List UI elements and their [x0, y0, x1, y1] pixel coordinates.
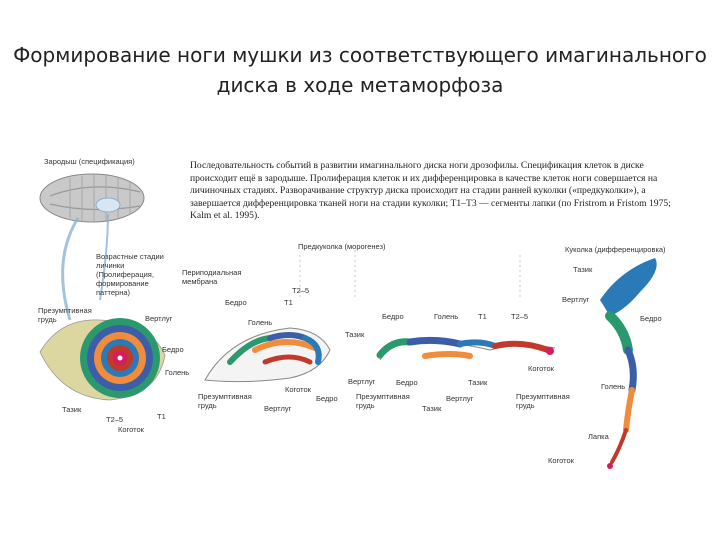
figure-caption: Последовательность событий в развитии им…: [190, 160, 680, 223]
label-basitarsus-p2b: Тазик: [422, 404, 441, 413]
label-t25-p2: T2–5: [511, 312, 528, 321]
label-coxa-pupa: Вертлуг: [562, 295, 589, 304]
label-femur-p2b: Бедро: [396, 378, 418, 387]
label-basitarsus-p2: Тазик: [468, 378, 487, 387]
label-prothorax-p2: Презумптивная грудь: [356, 392, 416, 410]
label-t25-larva: T2–5: [106, 415, 123, 424]
label-prothorax-p1: Презумптивная грудь: [198, 392, 258, 410]
label-claw-p2: Коготок: [528, 364, 554, 373]
label-claw-larva: Коготок: [118, 425, 144, 434]
label-tibia-larva: Голень: [165, 368, 189, 377]
label-femur-p1: Бедро: [225, 298, 247, 307]
label-femur-larva: Бедро: [162, 345, 184, 354]
label-larva: Возрастные стадии личинки (Пролиферация,…: [96, 252, 168, 297]
label-coxa-p1: Вертлуг: [264, 404, 291, 413]
embryo-illustration: [40, 174, 144, 222]
label-prepupa: Предкуколка (морогенез): [298, 242, 386, 251]
larval-imaginal-disc: [40, 318, 165, 400]
label-coxa-p2: Вертлуг: [348, 377, 375, 386]
label-t1-larva: T1: [157, 412, 166, 421]
prepupa-stage-1: [205, 328, 330, 382]
label-basitarsus-pupa: Тазик: [573, 265, 592, 274]
label-tibia-p1: Голень: [248, 318, 272, 327]
label-femur-p1b: Бедро: [316, 394, 338, 403]
label-basitarsus-p1: Тазик: [345, 330, 364, 339]
label-t25-p1: T2–5: [292, 286, 309, 295]
label-prothorax-larva: Презумптивная грудь: [38, 306, 98, 324]
label-peripodial: Периподиальная мембрана: [182, 268, 252, 286]
label-embryo: Зародыш (спецификация): [44, 157, 135, 166]
embryo-to-disc-connector: [63, 218, 78, 320]
label-coxa-p2b: Вертлуг: [446, 394, 473, 403]
label-claw-pupa: Коготок: [548, 456, 574, 465]
label-t1-p1: T1: [284, 298, 293, 307]
label-apex-pupa: Лапка: [588, 432, 609, 441]
label-coxa-larva: Вертлуг: [145, 314, 172, 323]
label-claw-p1: Коготок: [285, 385, 311, 394]
label-basitarsus-larva: Тазик: [62, 405, 81, 414]
label-tibia-p2: Голень: [434, 312, 458, 321]
label-prothorax-p2b: Презумптивная грудь: [516, 392, 576, 410]
label-femur-p2: Бедро: [382, 312, 404, 321]
label-femur-pupa: Бедро: [640, 314, 662, 323]
label-tibia-pupa: Голень: [601, 382, 625, 391]
label-t1-p2: T1: [478, 312, 487, 321]
label-pupa: Куколка (дифференцировка): [565, 245, 666, 254]
prepupa-stage-2: [380, 339, 555, 360]
